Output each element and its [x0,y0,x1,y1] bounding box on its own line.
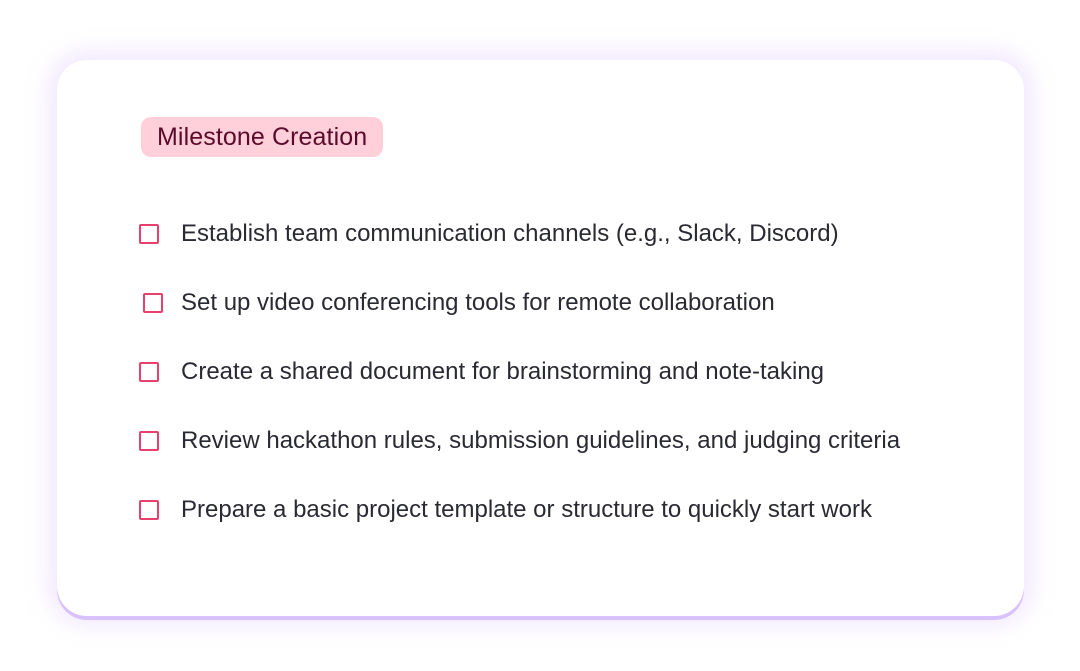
checklist-item[interactable]: Review hackathon rules, submission guide… [139,421,900,461]
milestone-card: Milestone Creation Establish team commun… [57,60,1024,616]
checklist: Establish team communication channels (e… [139,214,900,559]
checklist-item[interactable]: Prepare a basic project template or stru… [139,490,900,530]
checklist-item[interactable]: Create a shared document for brainstormi… [139,352,900,392]
checklist-item-label: Set up video conferencing tools for remo… [181,289,775,316]
checklist-item-label: Establish team communication channels (e… [181,220,839,247]
checklist-item-label: Review hackathon rules, submission guide… [181,427,901,454]
checkbox-icon[interactable] [143,293,163,313]
checkbox-icon[interactable] [139,500,159,520]
checkbox-icon[interactable] [139,362,159,382]
checkbox-icon[interactable] [139,224,159,244]
milestone-tag: Milestone Creation [141,117,384,157]
checkbox-icon[interactable] [139,431,159,451]
checklist-item-label: Prepare a basic project template or stru… [181,496,872,523]
checklist-item[interactable]: Establish team communication channels (e… [139,214,900,254]
checklist-item[interactable]: Set up video conferencing tools for remo… [139,283,900,323]
checklist-item-label: Create a shared document for brainstormi… [181,358,825,385]
